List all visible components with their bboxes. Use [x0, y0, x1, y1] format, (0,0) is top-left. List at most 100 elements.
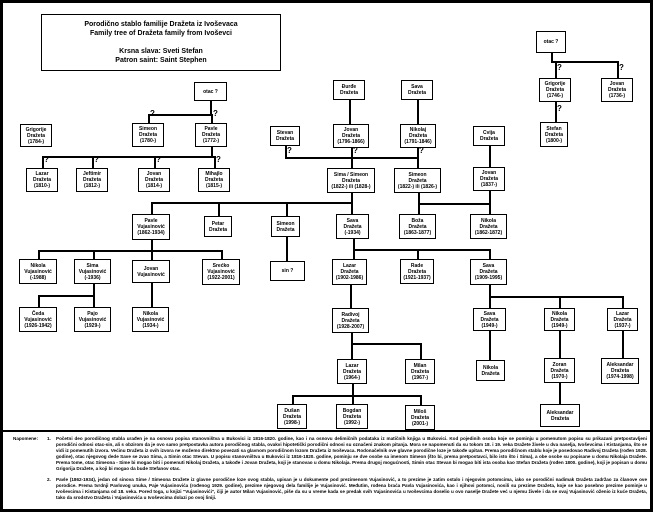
connector-line: [353, 249, 355, 259]
person-node-text: Dražeta: [410, 368, 430, 375]
connector-line: [622, 331, 624, 358]
connector-line: [286, 237, 288, 261]
person-node-text: Dražeta: [282, 413, 302, 420]
uncertainty-question-mark: ?: [557, 104, 562, 113]
person-node-text: (1746-): [546, 93, 564, 99]
person-node-text: (1926-1942): [24, 322, 52, 329]
person-node-text: (1837-): [480, 182, 498, 188]
person-node-text: sin ?: [281, 268, 294, 274]
person-node-text: Vujasinović: [78, 316, 107, 323]
person-node-text: Dražeta: [343, 223, 362, 230]
note-text: Početni deo porodičnog stabla urađen je …: [56, 436, 647, 472]
uncertainty-question-mark: ?: [213, 109, 218, 118]
person-node-text: (1949-): [481, 322, 498, 329]
person-node-text: Dražeta: [341, 317, 360, 324]
connector-line: [489, 296, 623, 298]
connector-line: [93, 295, 95, 307]
connector-line: [418, 193, 420, 203]
person-node-text: (1772-): [202, 138, 220, 144]
person-node-text: (1921-1937): [403, 274, 431, 281]
person-node-text: Đurđe: [341, 84, 357, 90]
person-node-text: (1822-) ili (1826-): [397, 183, 438, 190]
uncertainty-question-mark: ?: [216, 155, 221, 164]
person-node-text: Aleksandar: [606, 362, 634, 368]
connector-line: [417, 148, 419, 158]
person-node-text: Jovan: [143, 265, 159, 272]
person-node-text: Dražeta: [26, 132, 46, 139]
person-node-text: Dražeta: [340, 269, 359, 275]
person-node-text: Pavle: [144, 218, 158, 224]
person-node-text: Lazar: [342, 263, 357, 269]
person-node-text: Grigorije: [544, 81, 566, 87]
person-node-text: Dražeta: [480, 316, 499, 323]
person-node-sin: sin ?: [270, 261, 305, 281]
connector-line: [93, 250, 95, 259]
person-node-text: Bogdan: [342, 407, 362, 414]
connector-line: [351, 157, 353, 168]
connector-line: [418, 203, 420, 214]
connector-line: [353, 249, 489, 251]
person-node-text: (1970-): [551, 373, 568, 380]
person-node-text: Miloš: [413, 408, 427, 415]
person-node-text: Čeda: [31, 310, 45, 317]
connector-line: [214, 156, 216, 168]
connector-line: [148, 114, 212, 116]
person-node-text: (1815-): [205, 183, 223, 189]
connector-line: [417, 100, 419, 124]
person-node-text: Dražeta: [410, 414, 430, 421]
person-node-text: Dražeta: [479, 176, 499, 182]
person-node-text: Nikola: [30, 262, 46, 269]
person-node-text: Dražeta: [208, 226, 228, 233]
person-node-text: Nikola: [482, 364, 498, 371]
connector-line: [417, 157, 419, 168]
person-node-text: Vujasinović: [24, 268, 52, 275]
person-node-text: otac ?: [203, 88, 218, 95]
person-node-text: Jovan: [146, 171, 162, 177]
connector-line: [221, 250, 223, 259]
person-node-text: Dražeta: [275, 136, 295, 142]
connector-line: [353, 239, 355, 249]
connector-line: [555, 102, 557, 123]
person-node-text: Zoran: [552, 361, 567, 368]
person-node-text: Jovan: [481, 170, 497, 176]
person-node-text: Sima: [86, 262, 99, 269]
connector-line: [489, 249, 491, 259]
title-box: Porodično stablo familije Dražeta iz Ivo…: [41, 14, 281, 71]
person-node-text: (1862-1934): [137, 230, 165, 236]
connector-line: [148, 114, 150, 124]
person-node-text: Nikola: [480, 217, 496, 224]
person-node-text: (1784-): [27, 138, 45, 145]
connector-line: [151, 240, 153, 250]
person-node-text: Sima / Simeon: [333, 171, 369, 178]
person-node-text: (-1936): [84, 274, 101, 281]
person-node-text: Dražeta: [550, 316, 569, 323]
note-text: Pavle (1862-1934), jedan od sinova Sime …: [56, 476, 647, 500]
person-node-text: Dražeta: [408, 133, 428, 139]
person-node-text: (1992-): [343, 419, 361, 426]
person-node-text: (1814-): [145, 183, 163, 189]
connector-line: [555, 61, 557, 78]
notes-separator-line: [3, 430, 650, 432]
person-node-text: Simeon: [276, 220, 295, 227]
connector-line: [351, 148, 353, 158]
connector-line: [350, 285, 352, 308]
person-node-text: (1929-): [84, 322, 101, 329]
person-node-text: (-1988): [29, 274, 47, 281]
person-node-text: Dražeta: [408, 223, 427, 230]
person-node-otac-right: otac ?: [536, 31, 566, 53]
person-node-text: Dražeta: [607, 87, 627, 93]
person-node-text: Dražeta: [276, 226, 295, 233]
uncertainty-question-mark: ?: [619, 63, 624, 72]
